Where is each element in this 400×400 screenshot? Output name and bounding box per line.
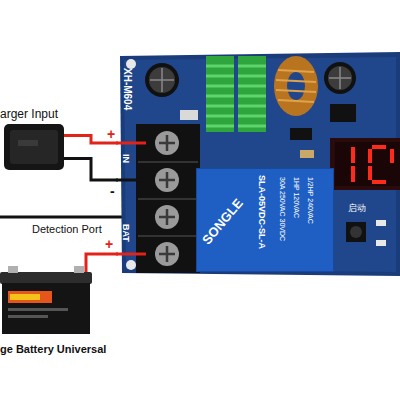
charger-body-part (4, 124, 64, 170)
led-display-part (335, 142, 400, 186)
capacitor-part (328, 66, 352, 90)
terminal-label: IN (121, 154, 130, 163)
push-button-part (376, 240, 386, 246)
capacitor-part (150, 68, 174, 92)
led-display-part (368, 166, 372, 180)
push-button (346, 220, 386, 246)
led-display-part (351, 166, 355, 182)
terminal-block-part (138, 161, 198, 163)
battery-node: ge Battery Universal (0, 272, 92, 334)
capacitor-part (145, 63, 179, 97)
capacitor-part (149, 67, 175, 93)
rating-label: 30A 250VAC 30VDC (279, 177, 286, 241)
wire-stub-part (116, 142, 146, 145)
pcb-board-part (126, 59, 136, 69)
rating-label: 1HP 120VAC (293, 177, 300, 218)
port-label: Detection Port (32, 224, 102, 235)
polarity-sign: + (105, 237, 113, 251)
model-label: XH-M604 (122, 68, 132, 110)
battery-body-part (10, 294, 40, 300)
wire-connector (64, 136, 118, 144)
ic-chip-part (180, 110, 198, 120)
push-button-part (376, 220, 386, 226)
inductor (274, 56, 318, 116)
heatsink-part (206, 66, 266, 126)
terminal-block-part (136, 124, 200, 273)
inductor-part (276, 70, 316, 102)
led-display-part (351, 147, 355, 163)
ic-chip-part (290, 128, 312, 140)
battery-body-part (2, 283, 90, 334)
terminal-block-part (138, 198, 198, 200)
charger-body (4, 124, 64, 170)
wire-connector (86, 254, 118, 272)
capacitor-part (329, 67, 351, 89)
heatsink (206, 56, 266, 132)
push-button-part (350, 226, 362, 238)
terminal-label: BAT (121, 224, 130, 242)
caption-label: ge Battery Universal (0, 344, 106, 355)
battery-body-part (8, 315, 48, 318)
heading-label: arger Input (0, 108, 58, 120)
polarity-sign: + (107, 127, 115, 141)
led-display-part (372, 145, 386, 149)
capacitor-part (324, 62, 356, 94)
battery-body-part (8, 266, 18, 273)
charger-body-part (10, 130, 58, 164)
battery-body-part (0, 272, 92, 284)
rating-label: 1/2HP 240VAC (307, 177, 314, 224)
led-display-part (330, 138, 400, 190)
inductor-part (274, 56, 318, 116)
pcb-board-part (120, 52, 400, 276)
battery-body (0, 266, 92, 334)
battery-body-part (8, 308, 68, 311)
terminal-block-part (138, 235, 198, 237)
terminal-block (136, 124, 200, 273)
terminal-block-part (159, 135, 175, 262)
charger-body-part (18, 140, 38, 146)
led-display-part (390, 149, 394, 163)
push-button-part (346, 222, 366, 242)
brand-label: SONGLE (200, 196, 245, 246)
inductor-part (287, 72, 305, 100)
module-board: XH-M604SONGLE SLA-05VDC-SL-A 30A 250VAC 30… (118, 54, 400, 274)
wire-stub-part (116, 179, 146, 182)
pcb-board (120, 52, 400, 276)
model-label: SLA-05VDC-SL-A (257, 175, 266, 249)
ic-chip-part (330, 104, 356, 122)
wire-stub (116, 143, 146, 254)
wire-stub-part (116, 253, 146, 256)
led-display-part (368, 149, 372, 163)
led-display-part (372, 180, 386, 184)
button-label: 启动 (348, 204, 366, 213)
charger-node: arger Input (4, 124, 64, 170)
ic-chip-part (300, 150, 314, 158)
battery-body-part (74, 266, 84, 273)
led-display (330, 138, 400, 190)
polarity-sign: - (110, 184, 115, 198)
relay-box: SONGLE SLA-05VDC-SL-A 30A 250VAC 30VDC 1HP … (196, 168, 334, 272)
wire-connector (64, 159, 118, 181)
battery-body-part (8, 291, 52, 303)
ic-chip (180, 104, 356, 158)
pcb-board-part (126, 260, 136, 270)
